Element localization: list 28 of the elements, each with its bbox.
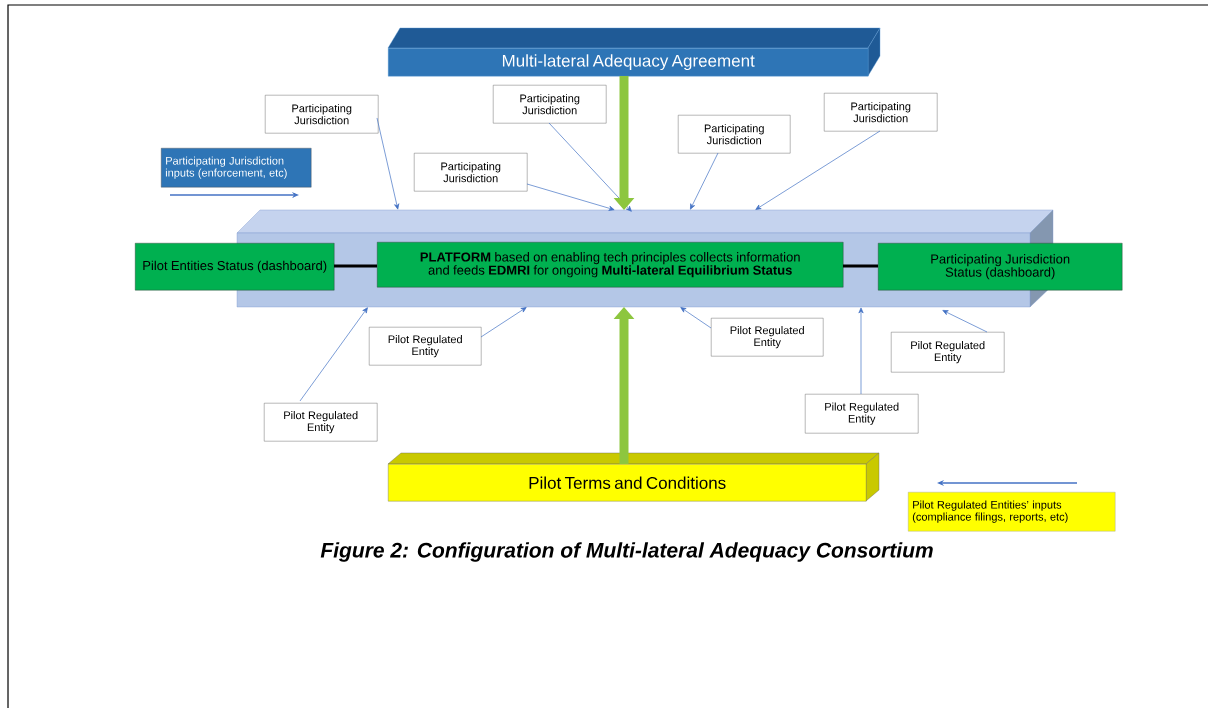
status-box: Pilot Entities Status (dashboard): [135, 243, 335, 291]
jurisdiction-box: Participating Jurisdiction: [493, 85, 607, 124]
arrow: [755, 130, 881, 210]
terms-bar: Pilot Terms and Conditions: [387, 452, 880, 502]
jurisdiction-box: Pilot Regulated Entity: [891, 332, 1005, 373]
arrow: [690, 152, 719, 210]
arrow: [480, 307, 527, 338]
jurisdiction-box: Participating Jurisdiction: [265, 95, 379, 134]
arrow: [680, 307, 712, 329]
jurisdiction-box: Pilot Regulated Entity: [264, 403, 378, 442]
jurisdiction-box: Participating Jurisdiction: [824, 93, 938, 132]
status-box: Participating Jurisdiction Status (dashboard): [878, 243, 1123, 291]
jurisdiction-box: Pilot Regulated Entity: [369, 327, 482, 366]
arrow: [376, 117, 400, 210]
jurisdiction-box: Pilot Regulated Entity: [805, 394, 919, 434]
arrow: [299, 307, 368, 402]
figure-caption: Figure 2: Configuration of Multi-lateral Adequacy Consortium: [320, 542, 933, 562]
arrow: [526, 183, 615, 211]
input-note-box: Participating Jurisdiction inputs (enforcement, etc): [161, 148, 312, 188]
jurisdiction-box: Participating Jurisdiction: [414, 153, 528, 192]
status-box: PLATFORM based on enabling tech principles collects information and feeds EDMRI for ongoing Multi-lateral Equilibrium Status: [377, 242, 844, 288]
jurisdiction-box: Participating Jurisdiction: [678, 115, 791, 154]
arrow: [942, 310, 988, 333]
arrow: [858, 307, 864, 395]
input-note-box: Pilot Regulated Entities’ inputs (compliance filings, reports, etc): [908, 492, 1116, 532]
jurisdiction-box: Pilot Regulated Entity: [711, 318, 824, 357]
agreement-bar: Multi-lateral Adequacy Agreement: [387, 27, 881, 77]
arrow: [548, 122, 632, 212]
